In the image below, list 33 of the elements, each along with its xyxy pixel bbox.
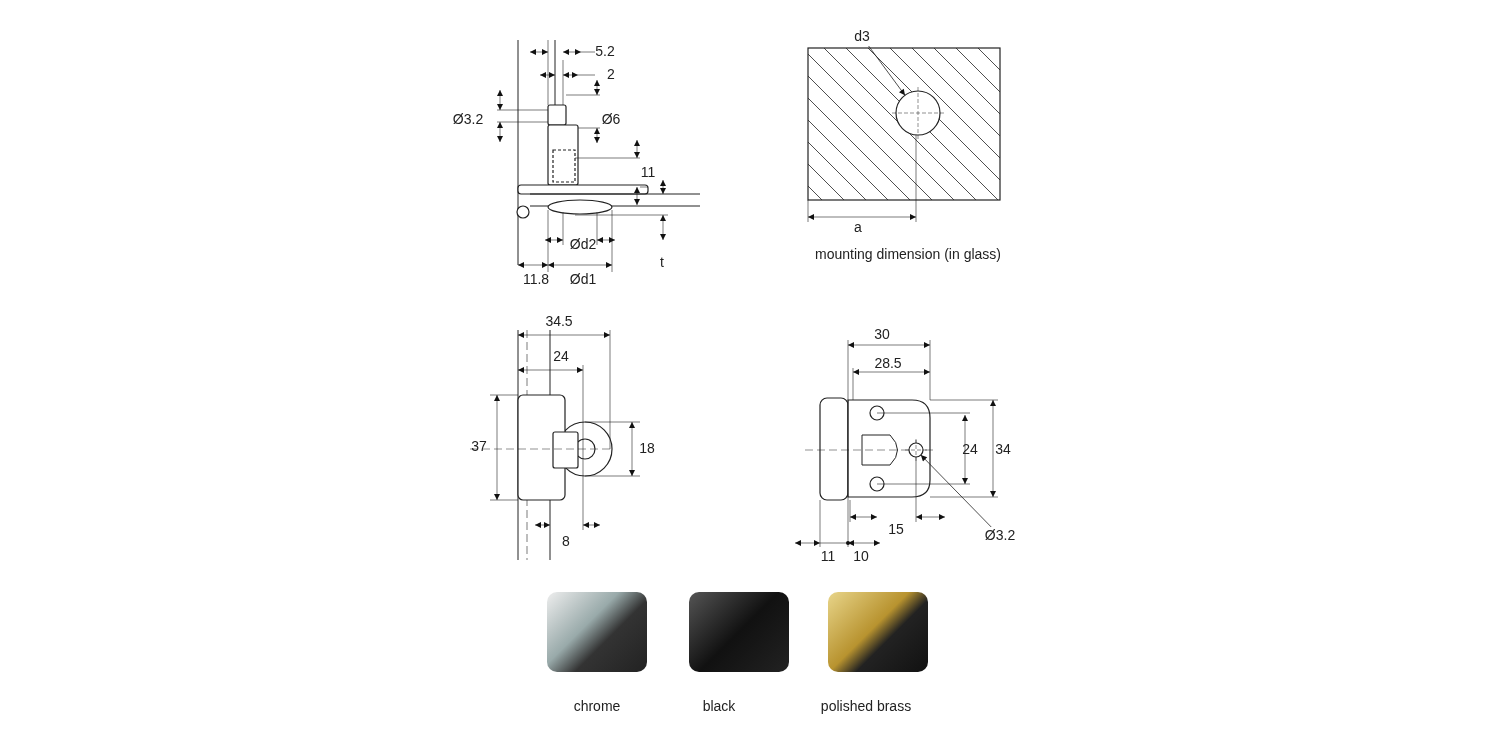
photo-caption: polished brass bbox=[820, 699, 912, 715]
dimension-label: Ød2 bbox=[569, 237, 597, 253]
hole-circle bbox=[895, 90, 941, 136]
dimension-label: t bbox=[660, 255, 664, 271]
dimension-label: Ø6 bbox=[601, 112, 621, 128]
photo-caption: chrome bbox=[573, 699, 621, 715]
dimension-label: Ø3.2 bbox=[984, 528, 1016, 544]
product-photo bbox=[828, 592, 928, 672]
dimension-label: 24 bbox=[962, 442, 978, 458]
dimension-label: 11.8 bbox=[522, 272, 550, 288]
dimension-label: Ø3.2 bbox=[452, 112, 484, 128]
dimension-label: 2 bbox=[607, 67, 615, 83]
dimension-label: 5.2 bbox=[595, 44, 615, 60]
caption: mounting dimension (in glass) bbox=[815, 247, 1001, 263]
dimension-label: 24 bbox=[553, 349, 569, 365]
dimension-label: 11 bbox=[820, 549, 836, 565]
photo-caption: black bbox=[702, 699, 736, 715]
product-photo bbox=[689, 592, 789, 672]
dimension-label: 30 bbox=[874, 327, 890, 343]
hole-circle bbox=[908, 442, 924, 458]
dimension-label: 34 bbox=[995, 442, 1011, 458]
dimension-label: d3 bbox=[854, 29, 870, 45]
dimension-label: Ød1 bbox=[569, 272, 597, 288]
dimension-label: 11 bbox=[640, 165, 656, 181]
dimension-label: 18 bbox=[639, 441, 655, 457]
dimension-label: 15 bbox=[888, 522, 904, 538]
dimension-label: 34.5 bbox=[545, 314, 573, 330]
dimension-label: 8 bbox=[562, 534, 570, 550]
dimension-label: 10 bbox=[853, 549, 869, 565]
dimension-label: a bbox=[854, 220, 862, 236]
product-photo bbox=[547, 592, 647, 672]
dimension-label: 37 bbox=[471, 439, 487, 455]
dimension-label: 28.5 bbox=[874, 356, 902, 372]
